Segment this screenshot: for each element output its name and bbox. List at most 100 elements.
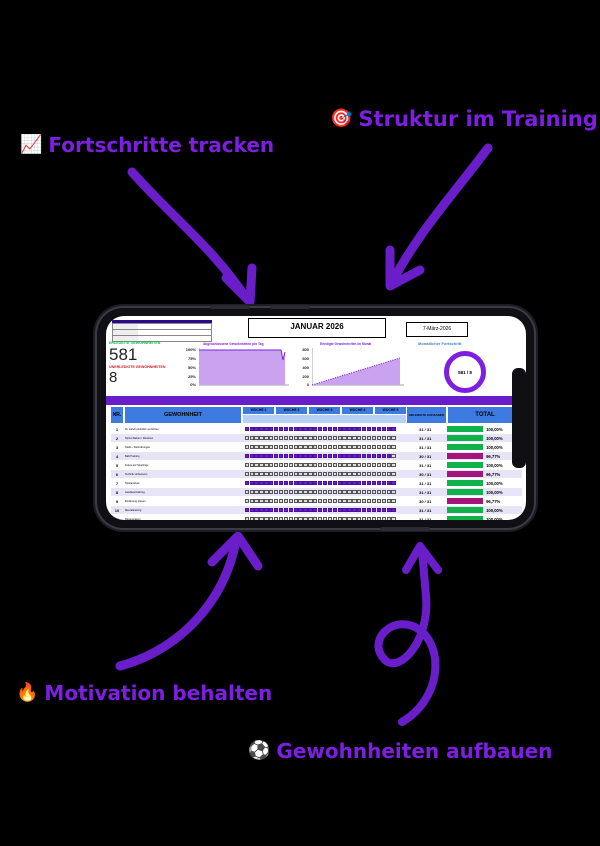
day-checkbox[interactable] [298, 490, 303, 494]
day-checkbox[interactable] [376, 454, 382, 458]
day-checkbox[interactable] [318, 445, 323, 449]
day-checkbox[interactable] [347, 508, 352, 512]
day-checkbox[interactable] [293, 499, 298, 503]
habit-day-checkboxes[interactable] [243, 480, 406, 486]
day-checkbox[interactable] [298, 427, 303, 431]
day-checkbox[interactable] [313, 472, 318, 476]
day-checkbox[interactable] [308, 508, 313, 512]
day-checkbox[interactable] [352, 463, 357, 467]
habit-day-checkboxes[interactable] [243, 498, 406, 504]
day-checkbox[interactable] [293, 472, 298, 476]
day-checkbox[interactable] [342, 436, 347, 440]
day-checkbox[interactable] [264, 463, 269, 467]
habit-day-checkboxes[interactable] [243, 507, 406, 513]
day-checkbox[interactable] [283, 445, 289, 449]
day-checkbox[interactable] [264, 490, 269, 494]
day-checkbox[interactable] [288, 454, 293, 458]
day-checkbox[interactable] [254, 490, 259, 494]
day-checkbox[interactable] [303, 427, 308, 431]
day-checkbox[interactable] [264, 436, 269, 440]
day-checkbox[interactable] [322, 445, 328, 449]
day-checkbox[interactable] [322, 454, 328, 458]
day-checkbox[interactable] [293, 508, 298, 512]
day-checkbox[interactable] [332, 454, 337, 458]
day-checkbox[interactable] [337, 481, 342, 485]
day-checkbox[interactable] [274, 490, 279, 494]
day-checkbox[interactable] [303, 472, 308, 476]
day-checkbox[interactable] [269, 463, 274, 467]
day-checkbox[interactable] [391, 490, 396, 494]
day-checkbox[interactable] [366, 508, 372, 512]
day-checkbox[interactable] [376, 490, 382, 494]
day-checkbox[interactable] [352, 436, 357, 440]
day-checkbox[interactable] [308, 490, 313, 494]
day-checkbox[interactable] [269, 472, 274, 476]
day-checkbox[interactable] [298, 499, 303, 503]
day-checkbox[interactable] [254, 436, 259, 440]
day-checkbox[interactable] [332, 499, 337, 503]
day-checkbox[interactable] [342, 445, 347, 449]
day-checkbox[interactable] [376, 463, 382, 467]
day-checkbox[interactable] [376, 481, 382, 485]
day-checkbox[interactable] [318, 481, 323, 485]
day-checkbox[interactable] [298, 445, 303, 449]
day-checkbox[interactable] [264, 454, 269, 458]
day-checkbox[interactable] [366, 454, 372, 458]
day-checkbox[interactable] [386, 472, 391, 476]
day-checkbox[interactable] [371, 508, 377, 512]
day-checkbox[interactable] [357, 445, 362, 449]
day-checkbox[interactable] [391, 427, 396, 431]
day-checkbox[interactable] [259, 454, 264, 458]
day-checkbox[interactable] [313, 481, 318, 485]
day-checkbox[interactable] [332, 463, 337, 467]
day-checkbox[interactable] [318, 463, 323, 467]
day-checkbox[interactable] [274, 508, 279, 512]
day-checkbox[interactable] [278, 490, 284, 494]
day-checkbox[interactable] [244, 463, 249, 467]
day-checkbox[interactable] [357, 463, 362, 467]
day-checkbox[interactable] [352, 490, 357, 494]
day-checkbox[interactable] [332, 508, 337, 512]
day-checkbox[interactable] [249, 454, 254, 458]
day-checkbox[interactable] [259, 481, 264, 485]
day-checkbox[interactable] [327, 508, 333, 512]
day-checkbox[interactable] [391, 481, 396, 485]
day-checkbox[interactable] [259, 445, 264, 449]
habit-day-checkboxes[interactable] [243, 444, 406, 450]
day-checkbox[interactable] [254, 463, 259, 467]
day-checkbox[interactable] [308, 481, 313, 485]
day-checkbox[interactable] [337, 454, 342, 458]
day-checkbox[interactable] [366, 463, 372, 467]
day-checkbox[interactable] [264, 517, 269, 520]
day-checkbox[interactable] [288, 508, 293, 512]
day-checkbox[interactable] [391, 436, 396, 440]
day-checkbox[interactable] [347, 427, 352, 431]
day-checkbox[interactable] [244, 490, 249, 494]
day-checkbox[interactable] [244, 508, 249, 512]
day-checkbox[interactable] [371, 490, 377, 494]
day-checkbox[interactable] [376, 445, 382, 449]
day-checkbox[interactable] [391, 508, 396, 512]
day-checkbox[interactable] [342, 499, 347, 503]
day-checkbox[interactable] [357, 472, 362, 476]
day-checkbox[interactable] [352, 427, 357, 431]
day-checkbox[interactable] [269, 454, 274, 458]
day-checkbox[interactable] [293, 454, 298, 458]
habit-day-checkboxes[interactable] [243, 489, 406, 495]
day-checkbox[interactable] [283, 472, 289, 476]
day-checkbox[interactable] [362, 490, 367, 494]
day-checkbox[interactable] [283, 508, 289, 512]
day-checkbox[interactable] [357, 499, 362, 503]
day-checkbox[interactable] [269, 481, 274, 485]
day-checkbox[interactable] [293, 427, 298, 431]
day-checkbox[interactable] [352, 445, 357, 449]
day-checkbox[interactable] [303, 490, 308, 494]
day-checkbox[interactable] [293, 445, 298, 449]
day-checkbox[interactable] [332, 445, 337, 449]
day-checkbox[interactable] [371, 517, 377, 520]
day-checkbox[interactable] [366, 427, 372, 431]
day-checkbox[interactable] [249, 481, 254, 485]
day-checkbox[interactable] [244, 472, 249, 476]
day-checkbox[interactable] [332, 436, 337, 440]
day-checkbox[interactable] [327, 481, 333, 485]
